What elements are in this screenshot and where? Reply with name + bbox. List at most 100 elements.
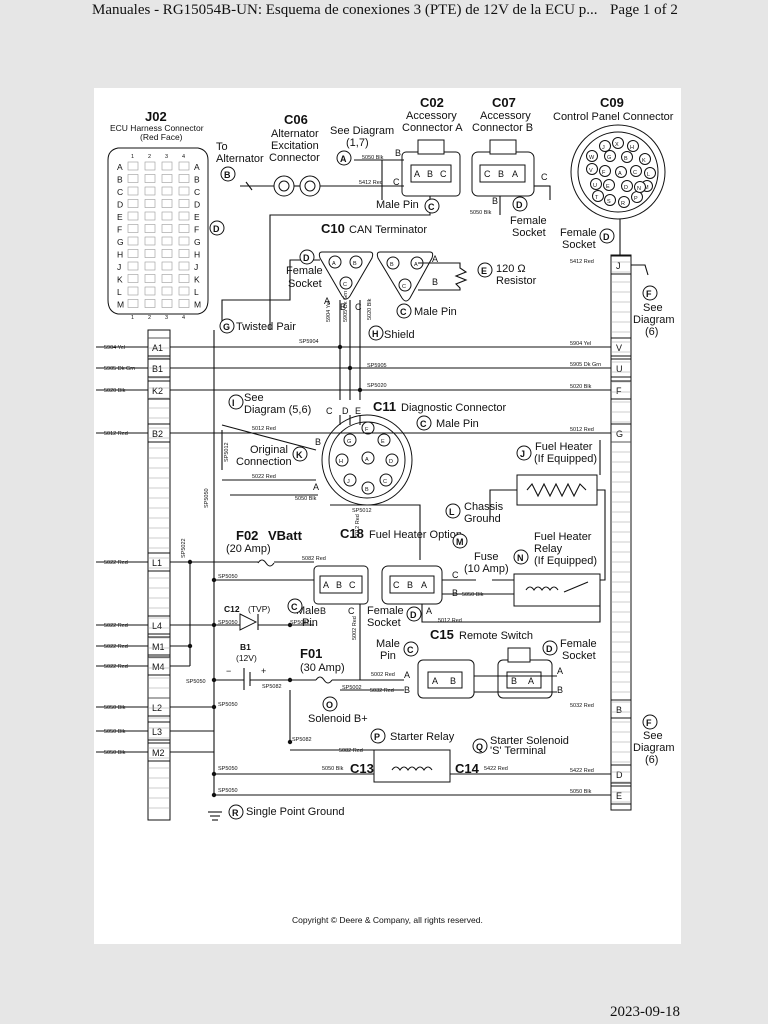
connector-c07: C07 Accessory Connector B C B A (471, 95, 535, 197)
six-f-bottom: (6) (645, 754, 658, 766)
c15-id: C15 (430, 627, 454, 642)
j02-cavity (161, 236, 173, 246)
wire-label: SP5022 (181, 538, 187, 558)
callout-letter: D (516, 200, 523, 210)
see-diagram-56: Diagram (5,6) (244, 404, 311, 416)
svg-text:C: C (348, 606, 355, 616)
svg-text:A: A (432, 254, 438, 264)
to-alternator-label-2: Alternator (216, 153, 264, 165)
c11-pin-label: D (389, 459, 393, 465)
j02-cavity (178, 174, 190, 183)
callout-f (642, 714, 658, 730)
b1-id: B1 (240, 642, 251, 652)
c10-socket: Socket (288, 278, 322, 290)
callout-letter: N (517, 553, 524, 563)
svg-text:B: B (320, 606, 326, 616)
right-pin-label: D (616, 770, 623, 780)
svg-text:A: A (528, 676, 534, 686)
c15-socket: Socket (562, 650, 596, 662)
right-pin-label: G (616, 429, 623, 439)
right-pin-label: V (616, 343, 622, 353)
callout-c (396, 303, 412, 319)
wire-label: SP5050 (218, 702, 238, 708)
j02-row-label: A (194, 162, 200, 172)
j02-cavity (161, 174, 173, 183)
wire-label: 5082 Red (339, 748, 363, 754)
j02-row-label: H (194, 250, 200, 260)
c09-pin (630, 165, 642, 177)
svg-text:+: + (261, 666, 266, 676)
c13-id: C13 (350, 761, 374, 776)
callout-d (512, 196, 528, 212)
relay-label-3: (If Equipped) (534, 555, 597, 567)
j02-cavity (161, 274, 173, 283)
right-pin-label: F (616, 386, 622, 396)
j02-cavity (178, 274, 190, 283)
footer-date: 2023-09-18 (610, 1004, 680, 1020)
svg-text:B: B (452, 588, 458, 598)
c09-pin (644, 167, 656, 179)
wire-label: 5082 Red (302, 556, 326, 562)
to-alternator-label-1: To (216, 141, 228, 153)
svg-text:A: A (432, 676, 438, 686)
left-wire-label: 5022 Red (104, 664, 128, 670)
connector-c02: C02 Accessory Connector A A B C (401, 95, 463, 197)
right-wire-label: 5412 Red (570, 259, 594, 265)
right-wire-label: 5904 Yel (570, 341, 591, 347)
svg-text:B: B (390, 262, 394, 268)
wire-label: 5002 Red (371, 672, 395, 678)
left-wire-label: 5050 Blk (104, 729, 126, 735)
svg-text:B: B (450, 676, 456, 686)
svg-text:A: A (313, 482, 319, 492)
j02-cavity (161, 286, 173, 296)
diagram-f-bottom: Diagram (633, 742, 675, 754)
callout-p (370, 728, 386, 744)
callout-letter: D (546, 644, 553, 654)
svg-text:D: D (342, 406, 349, 416)
right-wire-label: 5050 Blk (570, 789, 592, 795)
f01-fuse-symbol (315, 676, 333, 684)
starter-solenoid-label: Starter Solenoid (490, 735, 569, 747)
j02-row-label: E (194, 212, 200, 222)
j02-row-label: M (117, 300, 124, 310)
wire-label: 5012 Red (355, 514, 361, 538)
j02-cavity (178, 224, 190, 233)
c11-pin (385, 453, 399, 467)
j02-row-label: J (117, 262, 121, 272)
c09-pin-label: G (607, 155, 611, 161)
j02-id: J02 (145, 109, 167, 124)
c18-name: Fuel Heater Option (369, 529, 462, 541)
six-f-top: (6) (645, 326, 658, 338)
j02-cavity (144, 236, 156, 246)
c09-pin (604, 150, 616, 162)
j02-cavity (161, 211, 173, 221)
c15-male: Male (376, 638, 400, 650)
c09-pin-label: P (634, 196, 638, 202)
j02-row-label: K (117, 275, 123, 285)
callout-d (299, 249, 315, 265)
j02-cavity (127, 199, 139, 208)
wire-label: SP5020 (367, 383, 387, 389)
callout-letter: L (449, 507, 455, 517)
c09-pin-label: A (618, 171, 622, 177)
page-header: Manuales - RG15054B-UN: Esquema de conex… (0, 0, 768, 22)
c02-pin-a: A (414, 169, 420, 179)
c09-name: Control Panel Connector (553, 111, 674, 123)
wire-label: 5012 Red (252, 426, 276, 432)
callout-letter: J (520, 449, 525, 459)
vbatt-label: VBatt (268, 528, 303, 543)
left-pin-label: B1 (152, 364, 163, 374)
wire-label: 5020 Blk (367, 298, 373, 320)
j02-cavity (144, 186, 156, 196)
svg-text:B: B (340, 302, 346, 312)
j02-cavity (161, 261, 173, 271)
c09-pin-label: M (644, 185, 649, 191)
j02-col-label: 3 (165, 154, 168, 160)
c10-id: C10 (321, 221, 345, 236)
document-title: Manuales - RG15054B-UN: Esquema de conex… (92, 2, 598, 18)
left-pin-label: M1 (152, 642, 165, 652)
starter-relay (373, 749, 451, 783)
